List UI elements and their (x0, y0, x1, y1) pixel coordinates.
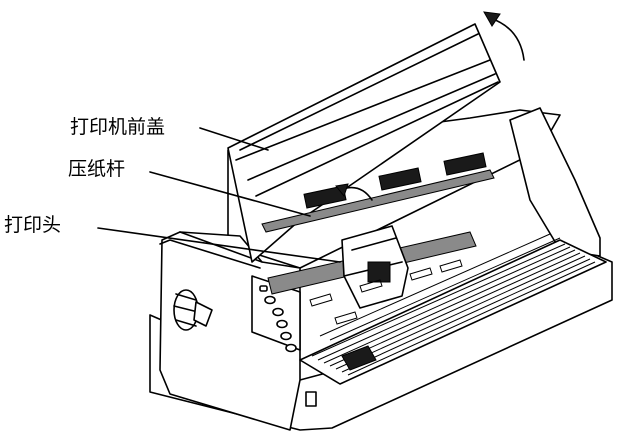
leader-front-cover (199, 127, 269, 151)
print-head (341, 225, 409, 309)
printer-right-housing (509, 107, 601, 257)
leader-paper-bail (149, 171, 311, 217)
leader-print-head (97, 227, 341, 263)
label-print-head: 打印头 (4, 214, 62, 236)
cover-open-arrow (489, 17, 525, 61)
paper-bail-bar (261, 169, 495, 233)
inner-slots (309, 259, 463, 325)
power-switch (305, 391, 317, 407)
paper-tray (299, 233, 607, 385)
label-paper-bail: 压纸杆 (68, 158, 126, 180)
tractor-units (303, 152, 487, 209)
platen-knob-icon (173, 289, 213, 331)
label-front-cover: 打印机前盖 (70, 116, 166, 138)
control-panel (251, 275, 301, 353)
front-cover (227, 23, 501, 263)
paper-guide (341, 345, 377, 371)
